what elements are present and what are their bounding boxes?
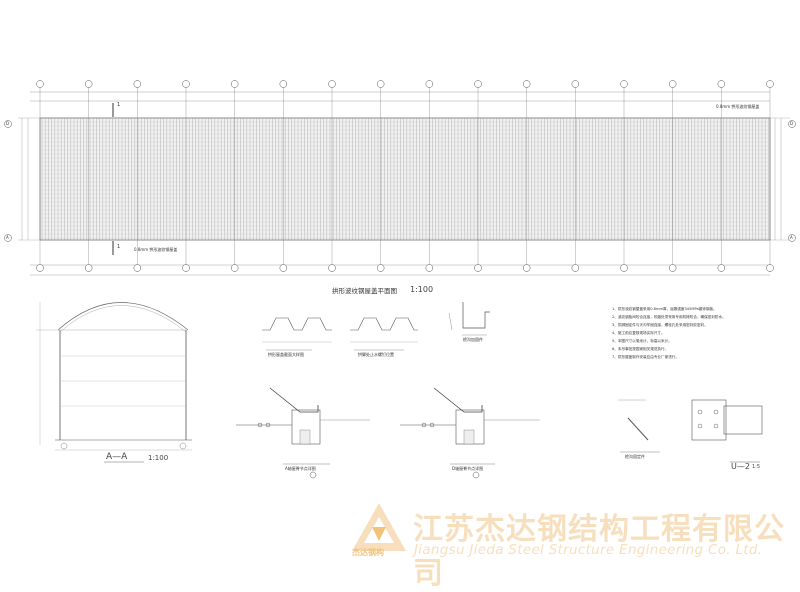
detail-5-caption: D轴屋脊节点详图 [452,466,484,471]
gutter-fixing-details [618,399,763,463]
ridge-node-details [236,387,540,479]
section-aa-title: A—A [106,452,128,462]
company-watermark: 杰达钢构 [0,497,800,565]
grid-letter-right-a: A [790,235,793,240]
company-name-en: Jiangsu Jieda Steel Structure Engineerin… [414,542,763,558]
company-logo-icon [352,503,406,551]
note-line: 1、拱形波纹钢屋盖采用0.8mm厚，屈服强度345MPa镀锌钢板。 [612,307,717,311]
roof-plan-title: 拱形波纹钢屋盖平面图 [332,287,397,295]
corrugation-profile-details [262,302,490,351]
note-line: 7、拱形屋盖制作安装应由专业厂家进行。 [612,355,679,359]
detail-6-caption: 檐沟固定件 [625,454,645,459]
roof-label-top: 0.8mm 拱形波纹钢屋盖 [716,104,760,109]
grid-letter-right-d: D [790,121,794,126]
general-notes: 1、拱形波纹钢屋盖采用0.8mm厚，屈服强度345MPa镀锌钢板。 2、波纹钢板… [612,305,782,361]
note-line: 2、波纹钢板间咬合连接，咬缝处须采用专用机械咬合，确保密封防水。 [612,315,726,319]
detail-u2-title: U—2 [731,462,750,471]
logo-text: 杰达钢构 [352,548,384,557]
detail-4-caption: A轴屋脊节点详图 [285,466,316,471]
drawing-sheet [4,80,796,479]
detail-1-caption: 拱形屋盖截面大样图 [268,352,304,357]
grid-letter-left-a: A [6,235,9,240]
section-aa-scale: 1:100 [148,454,169,462]
grid-letter-left-d: D [6,121,10,126]
detail-u2-scale: 1:5 [752,464,761,470]
section-aa-view [36,302,192,463]
roof-plan-view [4,80,796,276]
note-line: 5、本图尺寸以毫米计，标高以米计。 [612,339,672,343]
note-line: 6、未尽事宜按国家相关规范执行。 [612,347,669,351]
note-line: 4、施工前应复核现场实际尺寸。 [612,331,665,335]
roof-label-bottom: 0.8mm 拱形波纹钢屋盖 [134,247,178,252]
roof-plan-scale: 1:100 [410,285,434,294]
note-line: 3、拱脚固定件与天沟牢固连接，螺栓孔处采用密封胶密封。 [612,323,708,327]
section-marker-top: 1 [117,102,121,108]
section-marker-bottom: 1 [117,244,121,250]
detail-3-caption: 檐沟加固件 [463,337,483,342]
detail-2-caption: 拱脚处止水螺钉位置 [358,352,394,357]
